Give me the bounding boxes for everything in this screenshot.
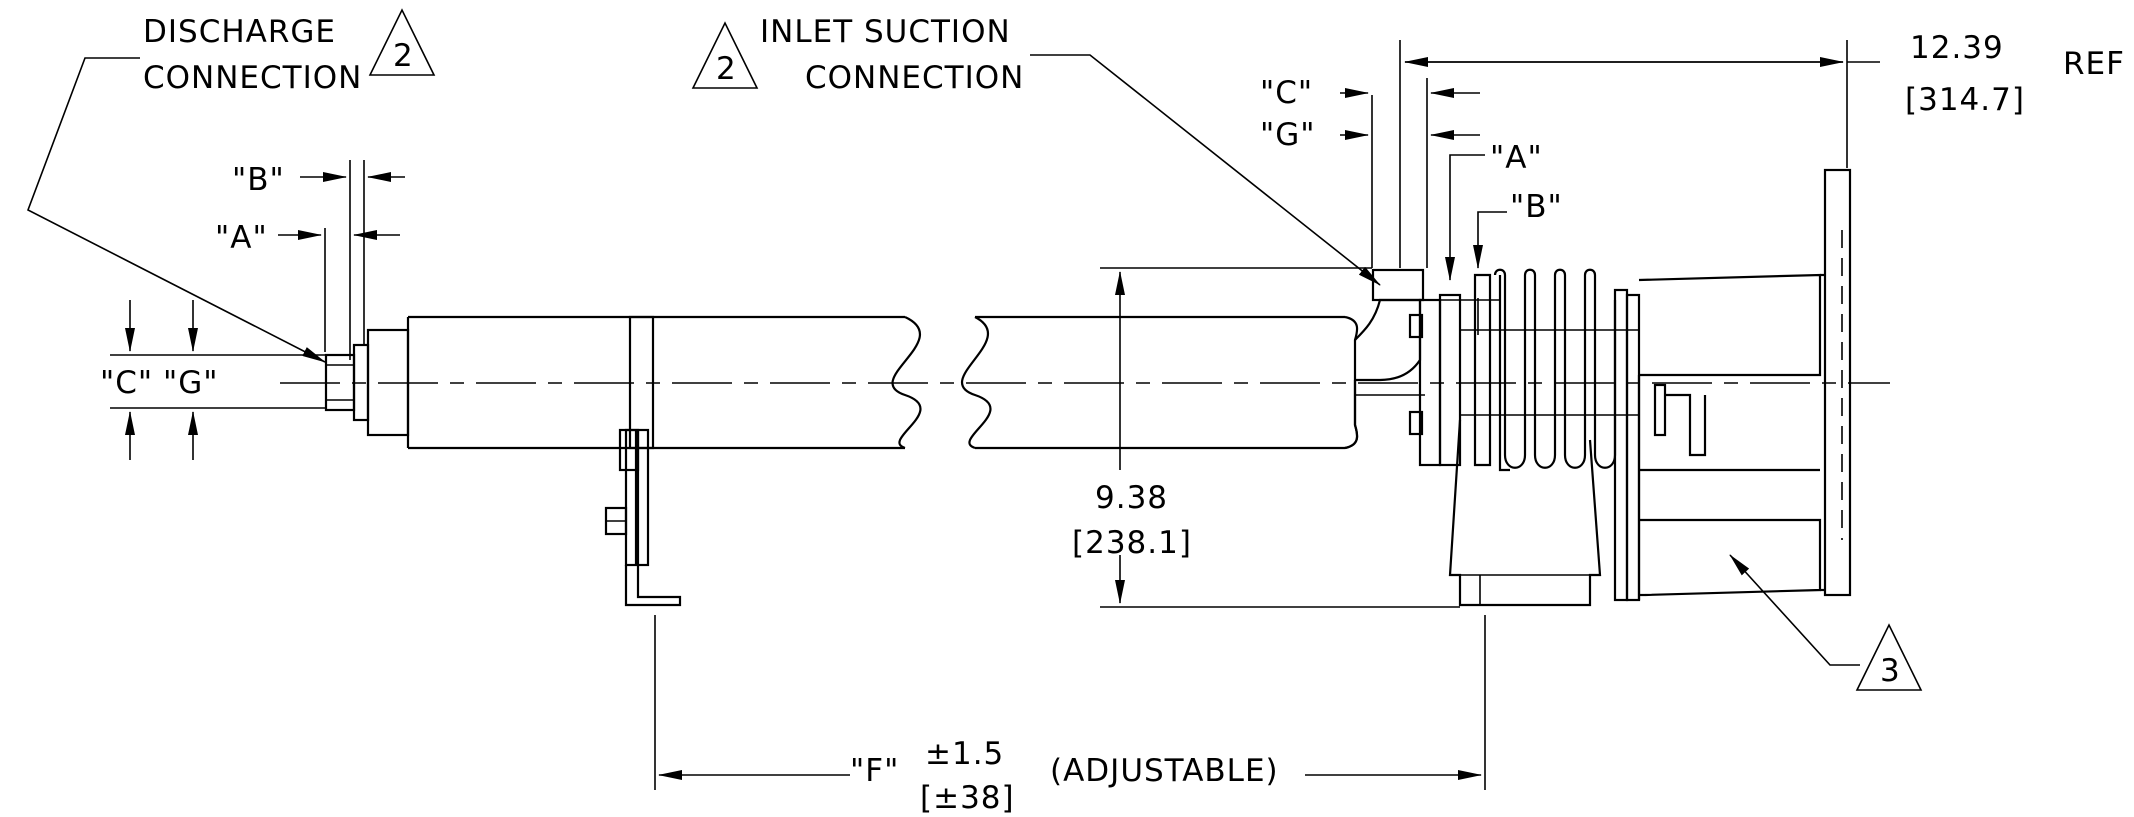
height-dimension bbox=[1100, 267, 1460, 608]
discharge-callout-line2: CONNECTION bbox=[143, 60, 362, 96]
mount-spacing-dimension bbox=[654, 615, 1486, 790]
overall-length-inch: 12.39 bbox=[1910, 30, 2004, 66]
mount-spacing-tol-mm: [±38] bbox=[920, 780, 1015, 816]
cooling-fins bbox=[1460, 268, 1640, 472]
pump-foot bbox=[1448, 419, 1602, 607]
inlet-callout-line1: INLET SUCTION bbox=[760, 14, 1011, 50]
discharge-dim-a: "A" bbox=[215, 220, 268, 256]
main-tube-right bbox=[960, 315, 1359, 450]
part-note-number: 3 bbox=[1880, 653, 1900, 689]
overall-length-dimension bbox=[1399, 40, 1880, 268]
height-mm: [238.1] bbox=[1072, 525, 1192, 561]
inlet-dim-c: "C" bbox=[1260, 75, 1313, 111]
inlet-dim-g: "G" bbox=[1260, 117, 1316, 153]
discharge-dim-b: "B" bbox=[232, 162, 285, 198]
part-note-triangle bbox=[1855, 623, 1923, 691]
inlet-note-number: 2 bbox=[716, 51, 736, 87]
height-inch: 9.38 bbox=[1095, 480, 1168, 516]
discharge-callout-line1: DISCHARGE bbox=[143, 14, 336, 50]
discharge-note-number: 2 bbox=[393, 38, 413, 74]
inlet-leader bbox=[1030, 54, 1381, 286]
inlet-dim-b: "B" bbox=[1510, 189, 1563, 225]
overall-length-mm: [314.7] bbox=[1905, 82, 2025, 118]
mount-spacing-label: "F" bbox=[850, 753, 899, 789]
flange-block bbox=[1408, 293, 1500, 467]
discharge-dim-g: "G" bbox=[163, 365, 219, 401]
motor-housing bbox=[1613, 273, 1822, 602]
inlet-dim-a: "A" bbox=[1490, 140, 1543, 176]
mounting-plate-right bbox=[1820, 168, 1852, 597]
mount-spacing-note: (ADJUSTABLE) bbox=[1050, 753, 1279, 789]
discharge-leader bbox=[27, 57, 326, 363]
inlet-callout-line2: CONNECTION bbox=[805, 60, 1024, 96]
overall-length-ref: REF bbox=[2063, 46, 2125, 82]
discharge-dim-c: "C" bbox=[100, 365, 153, 401]
discharge-note-triangle bbox=[368, 8, 436, 76]
inlet-elbow bbox=[1344, 268, 1425, 450]
inlet-note-triangle bbox=[691, 21, 759, 89]
mount-spacing-tol-inch: ±1.5 bbox=[925, 736, 1004, 772]
part-note-leader bbox=[1729, 554, 1860, 666]
mounting-bracket-left bbox=[604, 315, 682, 607]
main-tube-left bbox=[406, 315, 922, 450]
